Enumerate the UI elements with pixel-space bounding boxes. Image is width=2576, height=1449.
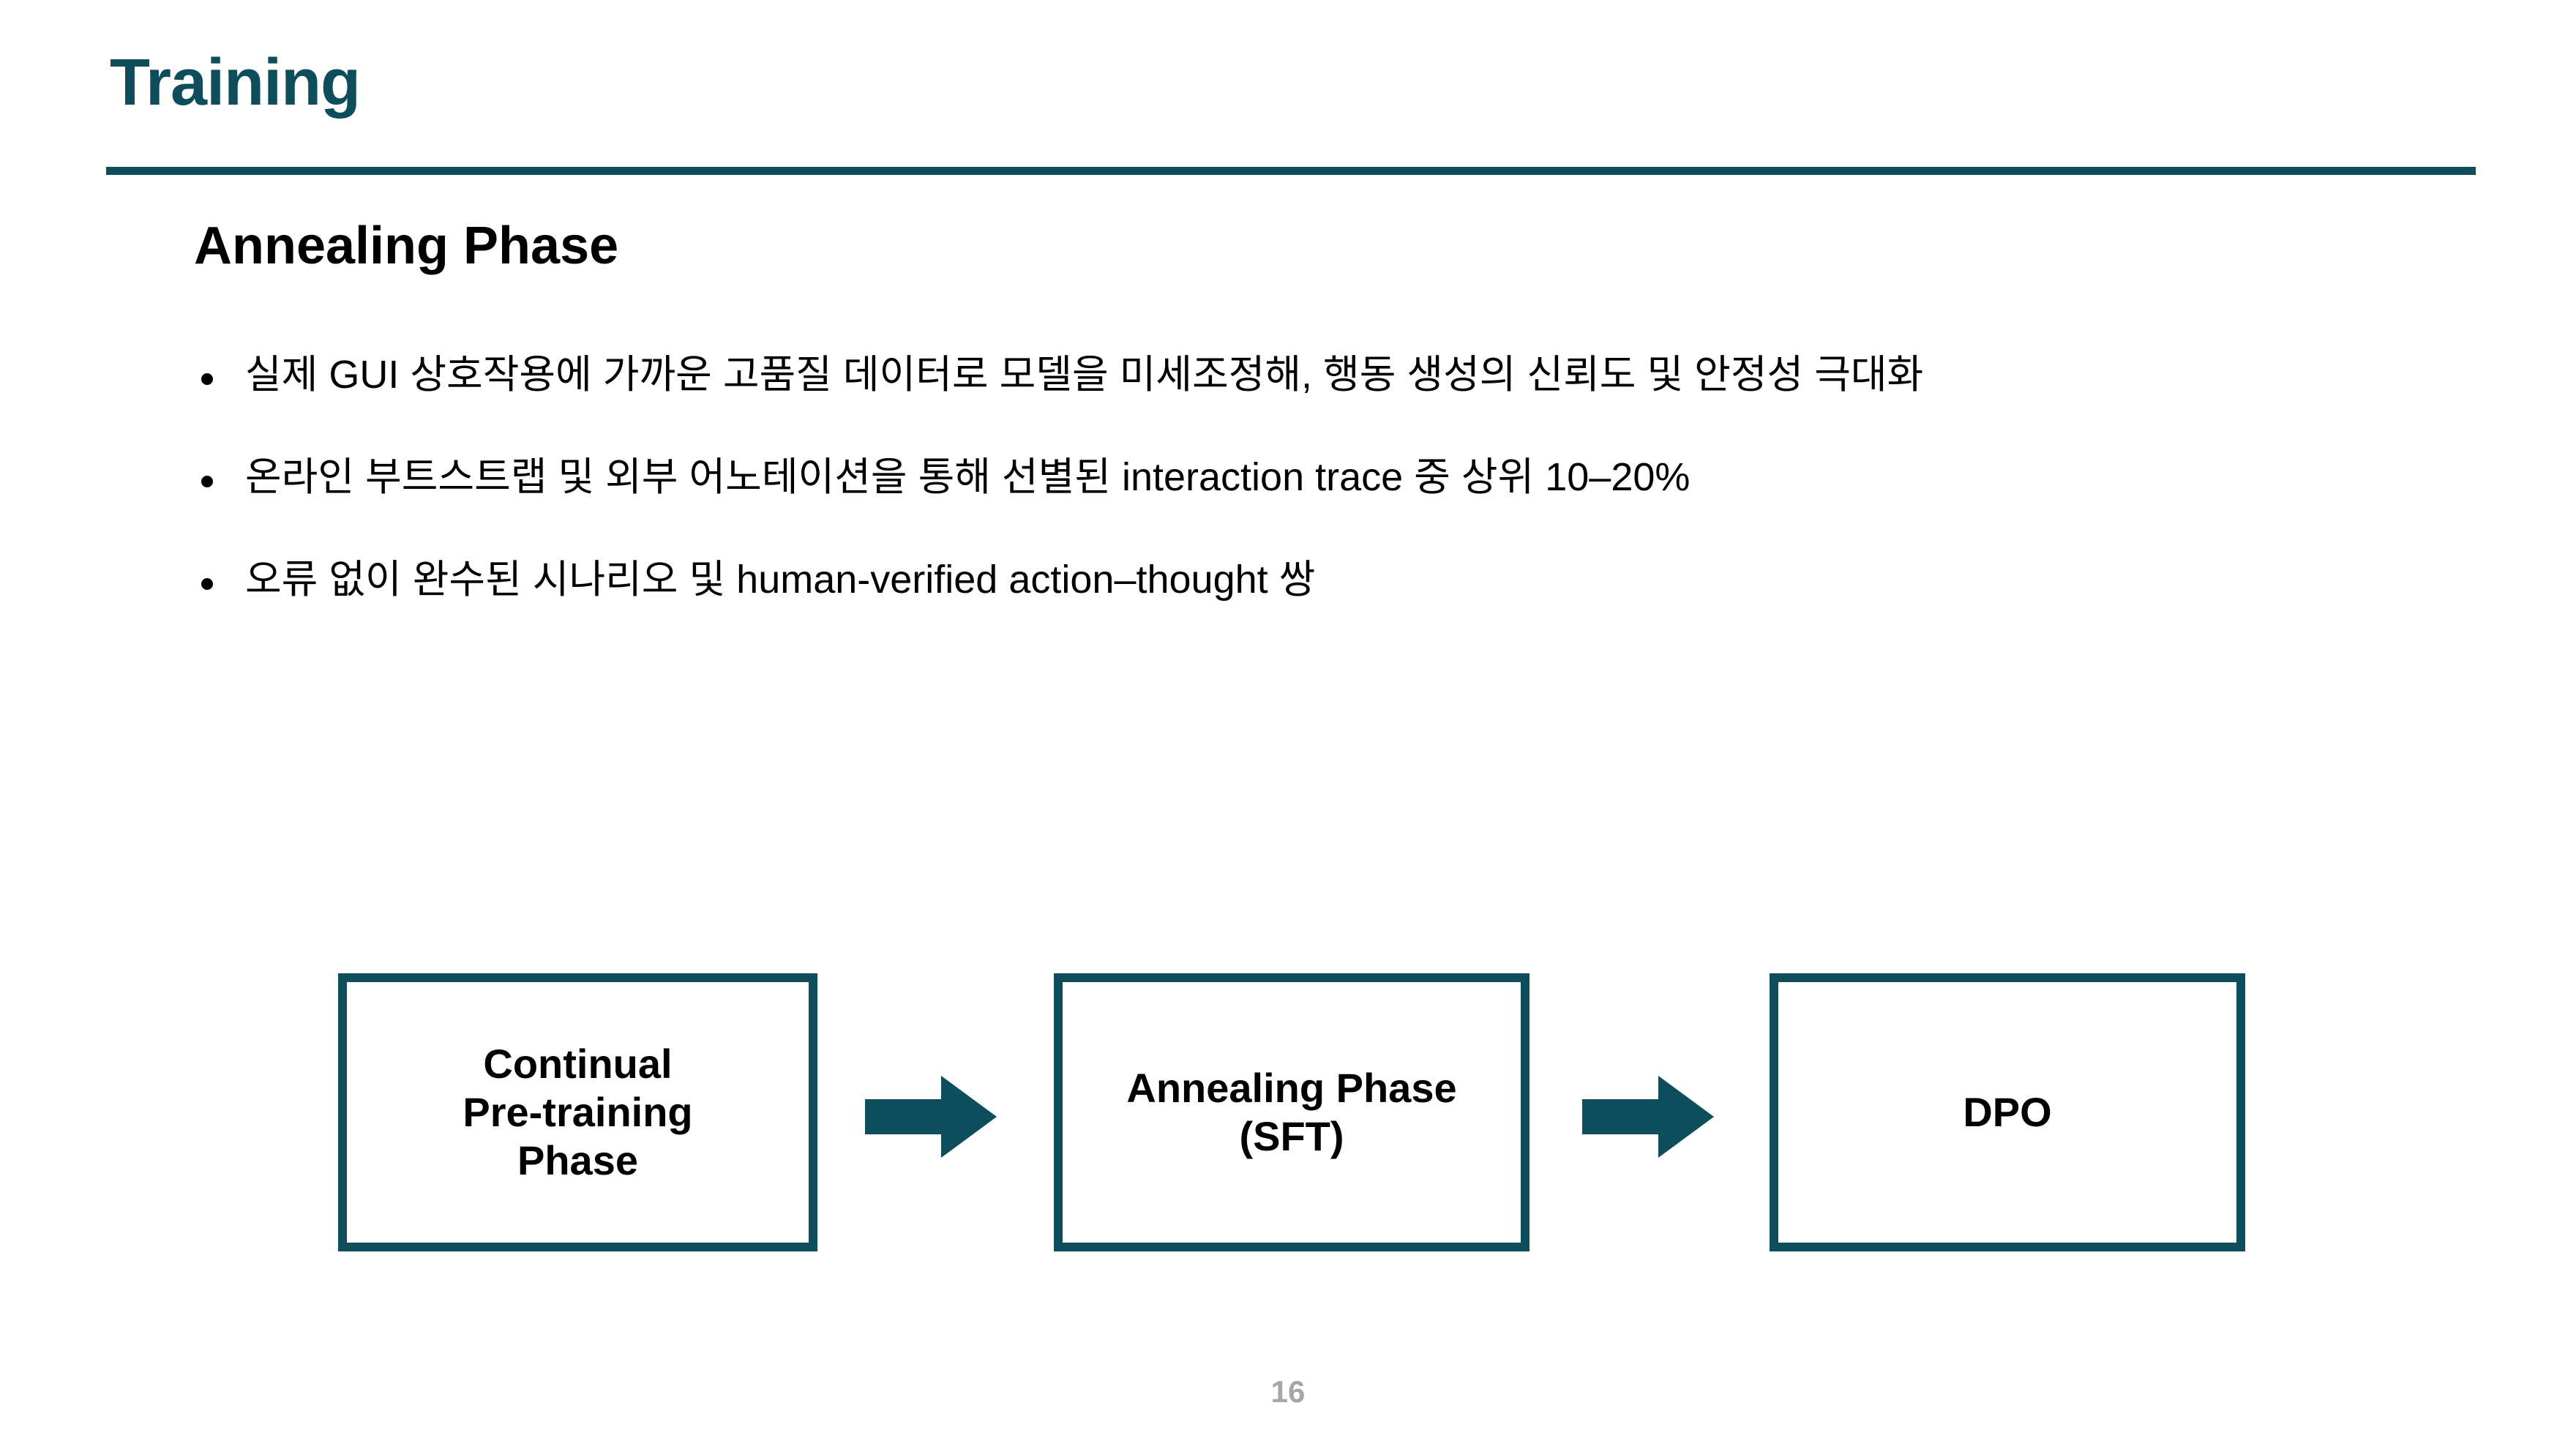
list-item: 오류 없이 완수된 시나리오 및 human-verified action–t… — [194, 556, 2463, 659]
list-item: 온라인 부트스트랩 및 외부 어노테이션을 통해 선별된 interaction… — [194, 454, 2463, 556]
bullet-text: 온라인 부트스트랩 및 외부 어노테이션을 통해 선별된 interaction… — [245, 455, 1690, 499]
bullet-list: 실제 GUI 상호작용에 가까운 고품질 데이터로 모델을 미세조정해, 행동 … — [194, 351, 2463, 659]
flow-box-continual-pretraining: Continual Pre-training Phase — [338, 973, 817, 1251]
flow-box-annealing-phase-sft: Annealing Phase (SFT) — [1054, 973, 1530, 1251]
title-divider — [106, 167, 2476, 175]
bullet-dot-icon — [201, 476, 213, 487]
bullet-text: 실제 GUI 상호작용에 가까운 고품질 데이터로 모델을 미세조정해, 행동 … — [245, 353, 1924, 397]
bullet-dot-icon — [201, 578, 213, 590]
list-item: 실제 GUI 상호작용에 가까운 고품질 데이터로 모델을 미세조정해, 행동 … — [194, 351, 2463, 454]
section-heading: Annealing Phase — [194, 217, 619, 275]
flow-box-label: Annealing Phase (SFT) — [1126, 1064, 1457, 1159]
page-title: Training — [110, 46, 361, 119]
bullet-dot-icon — [201, 373, 213, 385]
flow-box-label: Continual Pre-training Phase — [463, 1040, 693, 1184]
page-number: 16 — [1270, 1374, 1306, 1409]
flow-box-dpo: DPO — [1770, 973, 2245, 1251]
training-flow-diagram: Continual Pre-training Phase Annealing P… — [0, 973, 2576, 1266]
bullet-text: 오류 없이 완수된 시나리오 및 human-verified action–t… — [245, 558, 1316, 602]
flow-box-label: DPO — [1963, 1088, 2052, 1135]
arrow-right-icon — [865, 1076, 997, 1158]
arrow-right-icon — [1582, 1076, 1714, 1158]
